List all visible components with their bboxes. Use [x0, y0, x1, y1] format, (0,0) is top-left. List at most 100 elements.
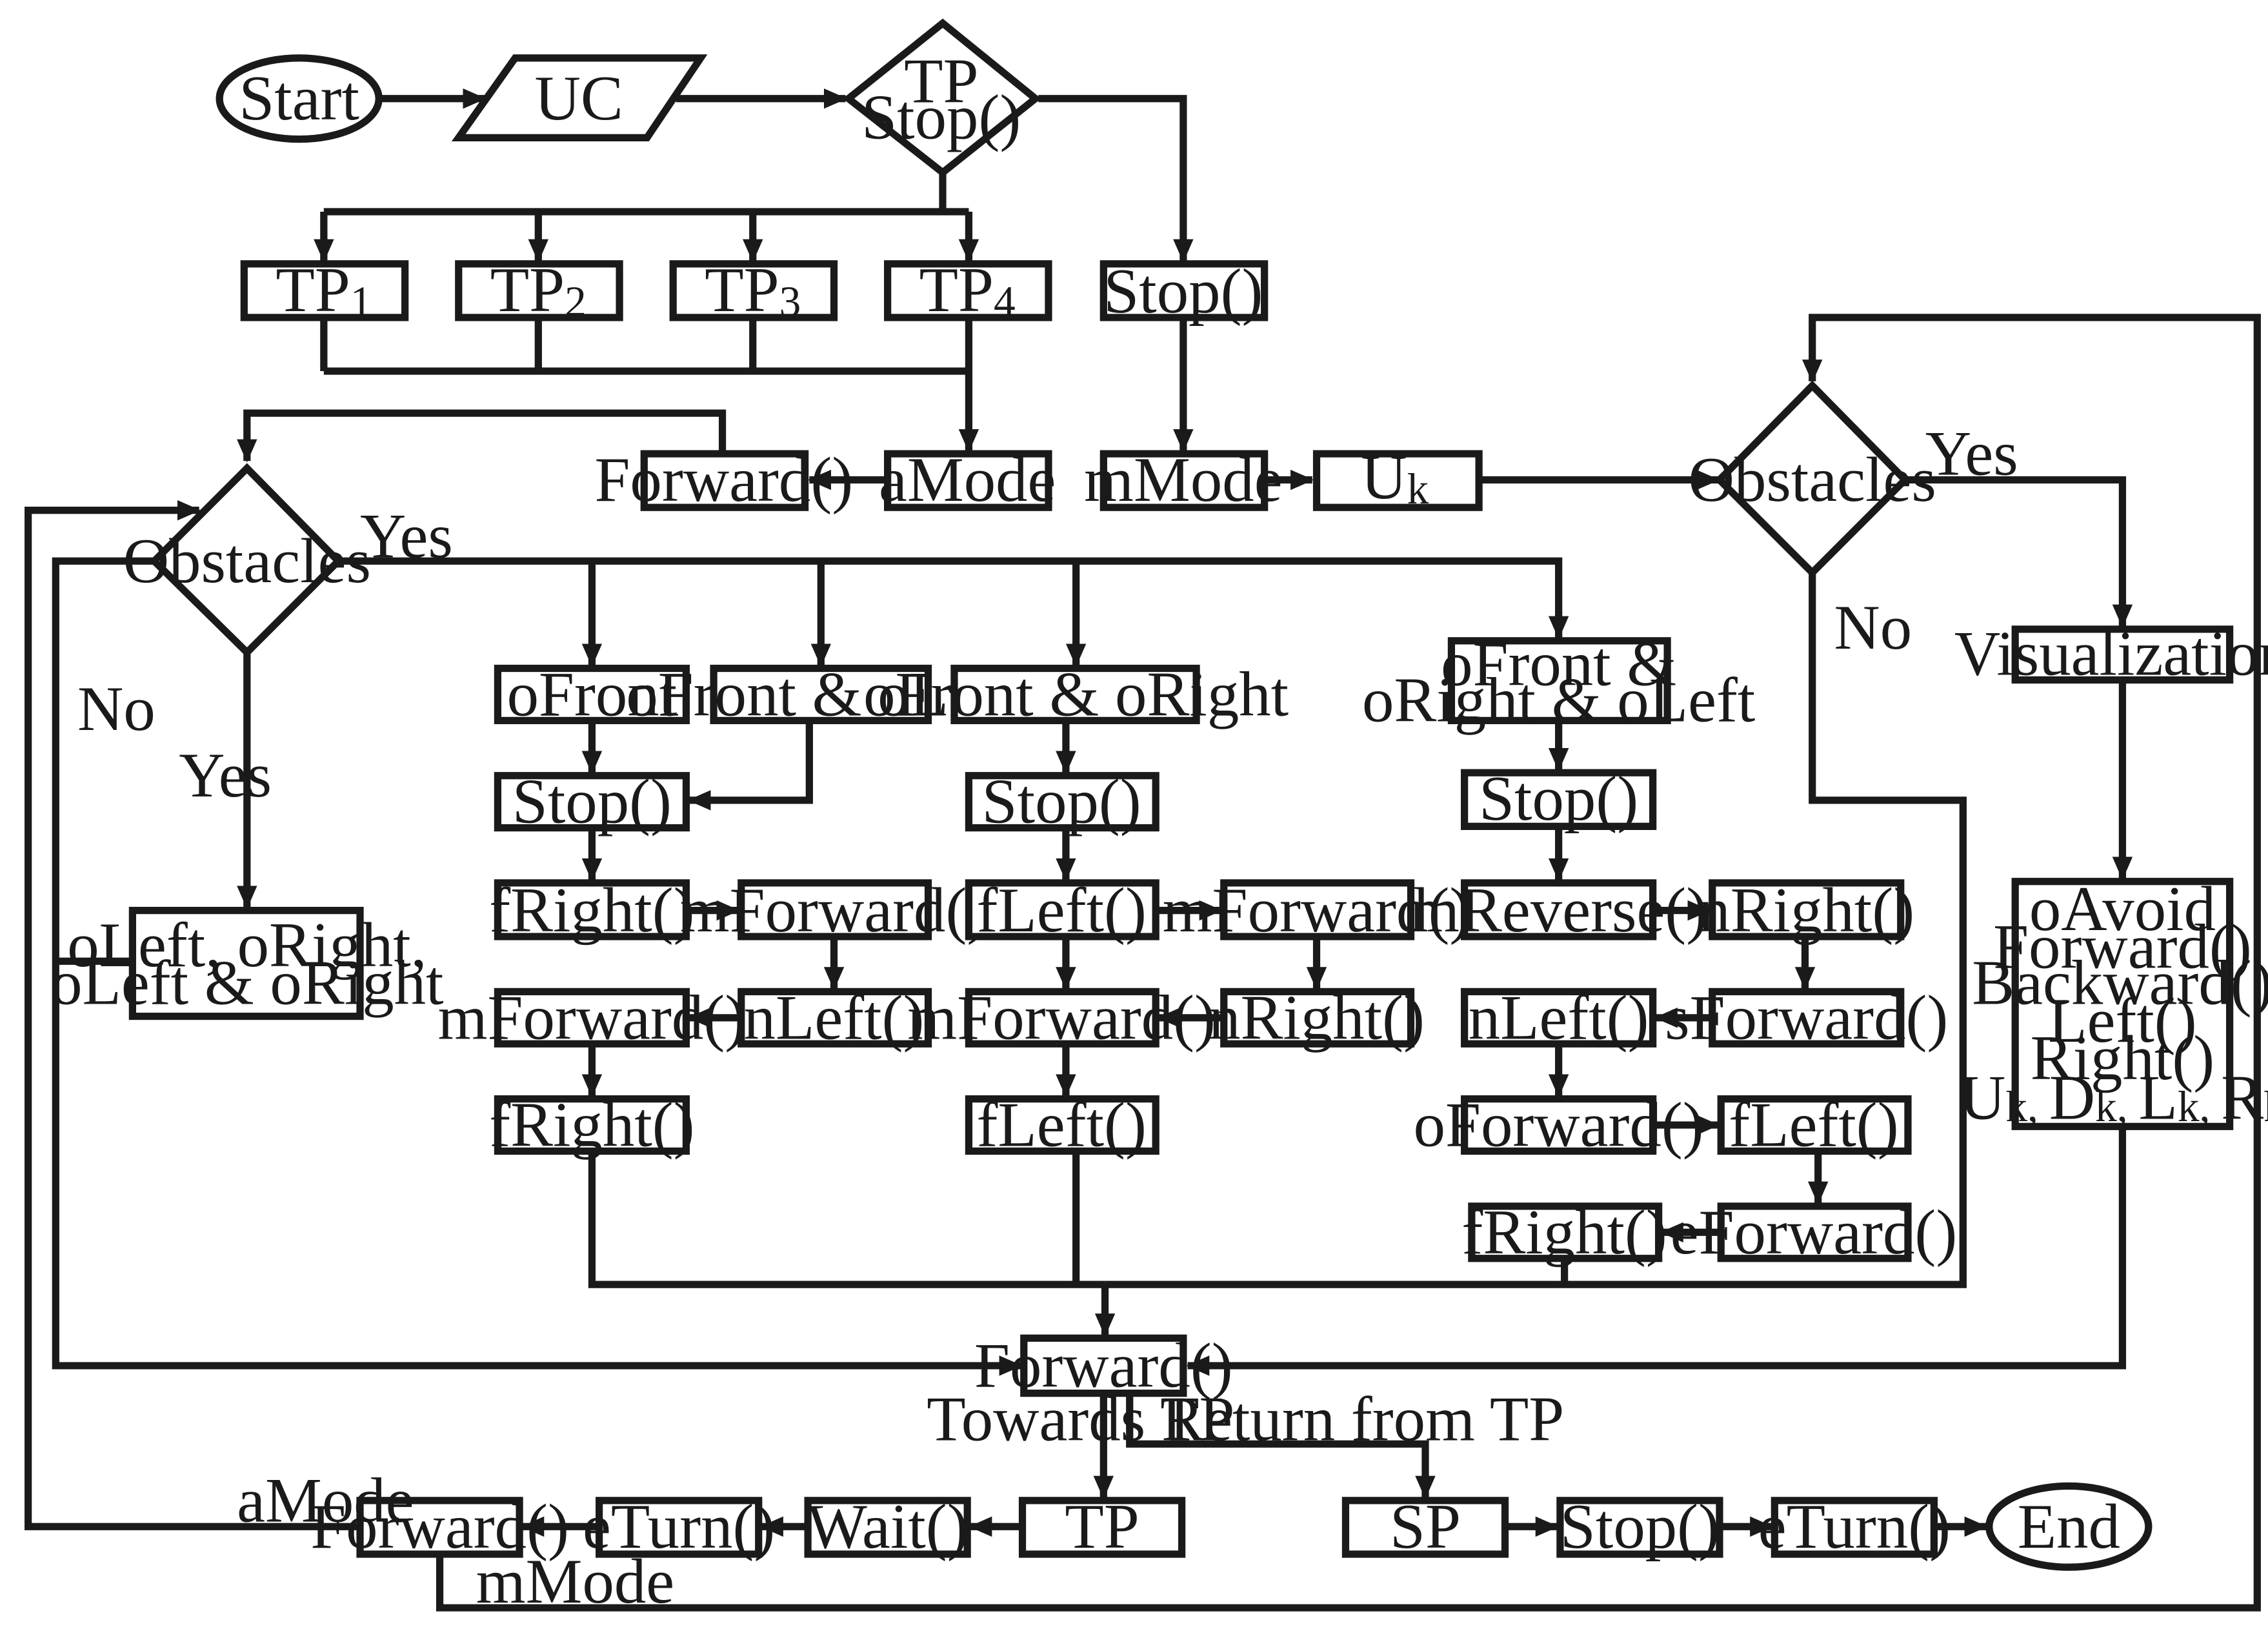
no-label-right: No [1834, 593, 1912, 663]
manual-cmd-backward: Backward() [1972, 947, 2268, 1018]
manual-commands-box: oAvoid Forward() Backward() Left() Right… [1960, 874, 2268, 1133]
wait-label: Wait() [807, 1492, 968, 1562]
col2-fleft-box: fLeft() [965, 875, 1159, 946]
towards-tp-label: Towards TP [927, 1384, 1234, 1455]
col2-mforward-right-label: mForward() [1163, 875, 1471, 946]
forward-auto-label: Forward() [594, 445, 853, 515]
tp1-box: TP1 [240, 255, 409, 326]
mmode-label: mMode [1084, 445, 1282, 515]
col2-mforward-right-box: mForward() [1163, 875, 1471, 946]
col1-nleft-box: nLeft() [738, 982, 932, 1053]
col3-sforward-box: sForward() [1665, 982, 1948, 1053]
stop-bottom-box: Stop() [1556, 1492, 1723, 1562]
end-node: End [1985, 1482, 2153, 1571]
tp-stop-label-line2: Stop() [861, 82, 1021, 152]
col1-mforward-right-label: mForward() [680, 875, 988, 946]
col1-fright-label: fRight() [489, 875, 694, 946]
col1-fright2-box: fRight() [489, 1090, 694, 1160]
manual-cmd-left: Left() [2048, 986, 2196, 1056]
col3-fleft-label: fLeft() [1729, 1090, 1898, 1160]
yes-label-right: Yes [1925, 419, 2018, 489]
start-node: Start [216, 54, 383, 143]
col2-nright-box: nRight() [1209, 982, 1425, 1053]
tp2-box: TP2 [455, 255, 623, 326]
amode-loop-label: aMode [237, 1465, 414, 1535]
col2-stop-box: Stop() [965, 767, 1159, 837]
no-label-left: No [77, 674, 156, 744]
col3-nleft-label: nLeft() [1469, 982, 1649, 1053]
ofront-all-line1: oFront & [1441, 629, 1676, 699]
bottom-forward-box: Forward() [310, 1492, 569, 1562]
tp-label: TP [1065, 1492, 1139, 1562]
col1-stop-label: Stop() [512, 767, 672, 837]
visualization-box: Visualization [1954, 619, 2268, 689]
forward-main-box: Forward() [974, 1330, 1233, 1401]
col2-nright-label: nRight() [1209, 982, 1425, 1053]
ofront-box: oFront [494, 659, 690, 729]
ofront-oright-box: oFront & oRight [863, 659, 1289, 729]
side-obstacles-box: oLeft, oRight, oLeft & oRight [50, 907, 444, 1020]
edge-labels: Yes Yes No Yes No Towards TP Return from… [77, 419, 2018, 1617]
col1-fright2-label: fRight() [489, 1090, 694, 1160]
col2-fleft2-label: fLeft() [977, 1090, 1147, 1160]
ofront-all-box: oFront & oRight & oLeft [1362, 629, 1755, 735]
col3-fright-box: fRight() [1461, 1197, 1667, 1268]
col3-fright-label: fRight() [1461, 1197, 1667, 1268]
eturn-end-label: eTurn() [1758, 1492, 1951, 1562]
col3-mreverse-box: mReverse() [1410, 875, 1707, 946]
ofront-label: oFront [507, 659, 677, 729]
col1-mforward-label: mForward() [438, 982, 747, 1053]
connectors [25, 88, 2261, 1612]
col3-oforward-box: oForward() [1414, 1090, 1704, 1160]
obstacles-decision-left: Obstacles [123, 463, 371, 658]
tp3-label: TP3 [705, 255, 801, 326]
col3-nright-box: nRight() [1698, 875, 1914, 946]
manual-cmd-forward: Forward() [1993, 911, 2252, 982]
uc-label: UC [535, 63, 623, 134]
amode-box: aMode [879, 445, 1056, 515]
col3-oforward-label: oForward() [1414, 1090, 1704, 1160]
col3-mreverse-label: mReverse() [1410, 875, 1707, 946]
col1-mforward-right-box: mForward() [680, 875, 988, 946]
forward-auto-box: Forward() [594, 445, 853, 515]
return-from-tp-label: Return from TP [1161, 1384, 1564, 1455]
col3-eforward-label: eForward() [1671, 1197, 1958, 1268]
tp-box: TP [1018, 1492, 1186, 1562]
tp-stop-label-line1: TP [904, 46, 978, 116]
stop-top-label: Stop() [1103, 256, 1263, 327]
col3-stop-box: Stop() [1461, 764, 1657, 834]
uk-box: Uk [1312, 442, 1483, 512]
yes-label-left-down: Yes [179, 740, 272, 811]
col1-mforward-box: mForward() [438, 982, 747, 1053]
manual-cmd-right: Right() [2031, 1023, 2214, 1093]
col1-nleft-label: nLeft() [744, 982, 925, 1053]
forward-main-label: Forward() [974, 1330, 1233, 1401]
bottom-eturn-label: eTurn() [583, 1492, 775, 1562]
side-obstacles-line1: oLeft, oRight, [67, 910, 427, 980]
col3-eforward-box: eForward() [1671, 1197, 1958, 1268]
col2-fleft-label: fLeft() [977, 875, 1147, 946]
end-label: End [2018, 1492, 2120, 1562]
wait-box: Wait() [804, 1492, 971, 1562]
tp3-box: TP3 [669, 255, 838, 326]
start-label: Start [239, 63, 359, 134]
stop-bottom-label: Stop() [1560, 1492, 1720, 1562]
manual-cmd-oavoid: oAvoid [2029, 874, 2216, 944]
col2-stop-label: Stop() [982, 767, 1141, 837]
col1-fright-box: fRight() [489, 875, 694, 946]
ofront-oright-label: oFront & oRight [863, 659, 1289, 729]
col3-fleft-box: fLeft() [1717, 1090, 1912, 1160]
ofront-all-line2: oRight & oLeft [1362, 665, 1755, 735]
col3-sforward-label: sForward() [1665, 982, 1948, 1053]
obstacles-right-label: Obstacles [1689, 445, 1936, 515]
tp-stop-decision: TP Stop() [842, 18, 1041, 177]
bottom-eturn-box: eTurn() [583, 1492, 775, 1562]
mmode-loop-label: mMode [476, 1546, 674, 1617]
tp1-label: TP1 [276, 255, 372, 326]
sp-box: SP [1341, 1492, 1509, 1562]
tp4-label: TP4 [919, 255, 1016, 326]
uc-node: UC [451, 54, 708, 142]
tp4-box: TP4 [884, 255, 1052, 326]
col1-stop-box: Stop() [494, 767, 690, 837]
mmode-box: mMode [1084, 445, 1282, 515]
